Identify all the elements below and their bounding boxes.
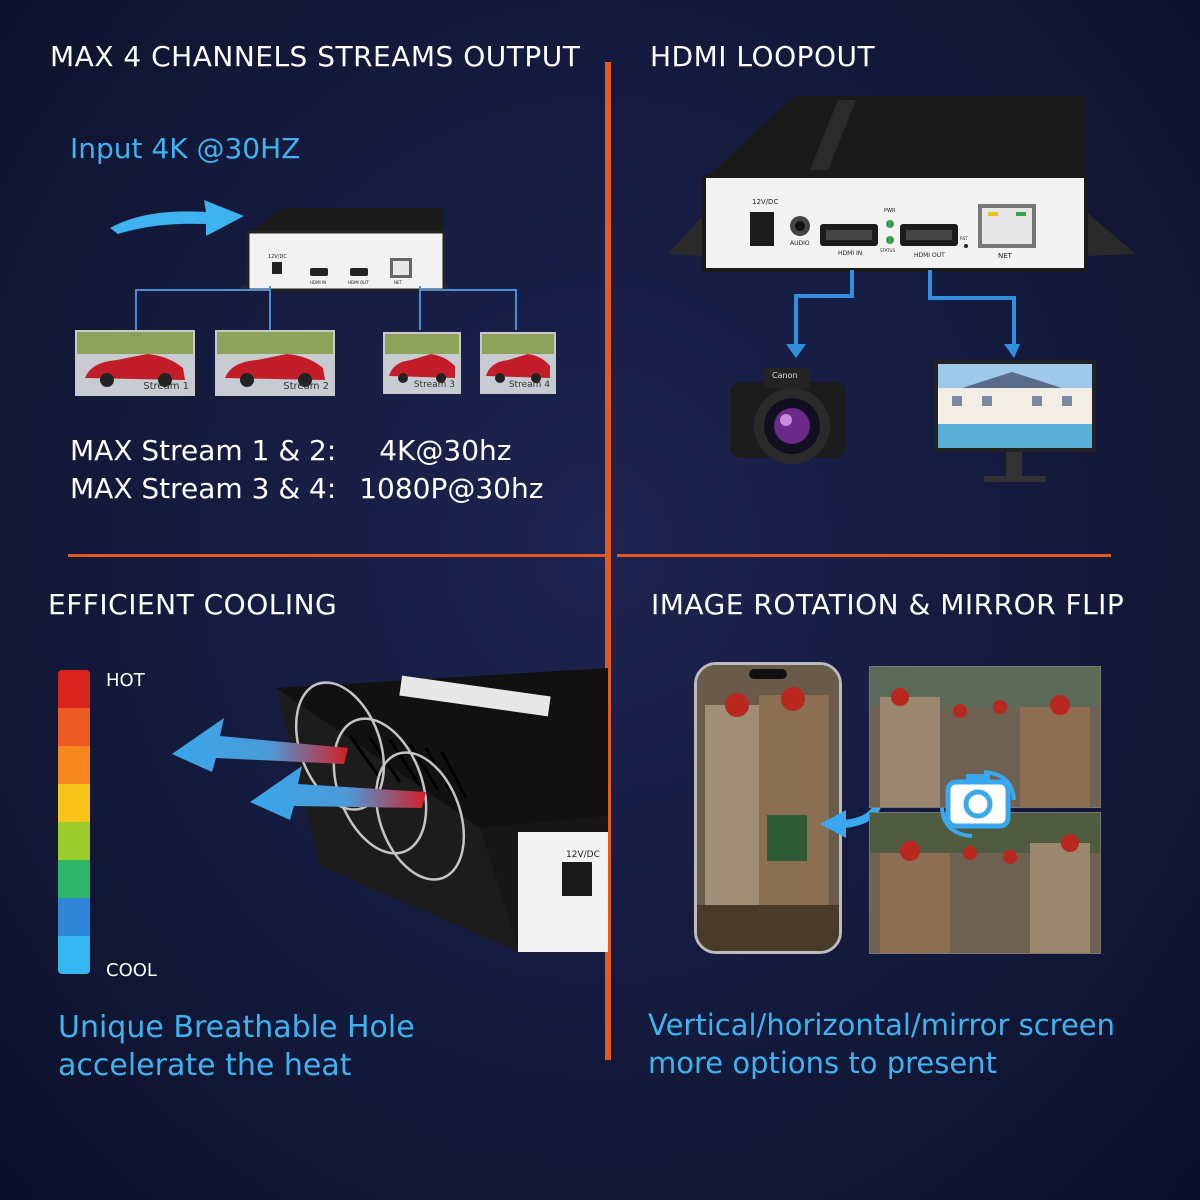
large-device-rst-label: RST [960,236,968,241]
temperature-scale-segment [58,860,90,898]
heading-image-rotation: IMAGE ROTATION & MIRROR FLIP [651,588,1125,621]
monitor-icon [932,358,1098,486]
horizontal-divider-right [617,554,1111,557]
vertical-divider [605,62,611,1060]
large-device-power-label: 12V/DC [752,198,779,206]
camera-brand-label: Canon [772,371,798,380]
stream-label-3: Stream 3 [413,380,455,390]
heading-hdmi-loopout: HDMI LOOPOUT [650,40,876,73]
small-device-power-label: 12V/DC [268,254,287,260]
temperature-scale-segment [58,670,90,708]
large-device-hdmi-out-label: HDMI OUT [914,252,945,259]
small-device-hdmi-out-label: HDMI OUT [348,280,369,285]
camera-icon: Canon [726,362,850,474]
loopout-arrows [786,270,1020,358]
cool-label: COOL [106,960,157,981]
small-device-hdmi-in-label: HDMI IN [310,280,327,285]
hot-label: HOT [106,670,145,691]
spec-line-2-value: 1080P@30hz [359,472,544,505]
stream-thumbnail-2: Stream 2 [215,330,335,396]
spec-line-1: MAX Stream 1 & 2: 4K@30hz [70,434,511,467]
airflow-arrow-upper-icon [172,718,348,772]
large-device-audio-label: AUDIO [790,240,810,247]
small-device-net-label: NET [394,280,402,285]
phone-portrait-preview [694,662,842,954]
stream-thumbnail-3: Stream 3 [383,332,461,394]
encoder-device-large: 12V/DC AUDIO HDMI IN PWR STATUS HDMI OUT… [668,94,1138,280]
cooling-caption-line-1: Unique Breathable Hole [58,1010,415,1045]
stream-connector-lines [135,286,517,330]
temperature-scale-segment [58,898,90,936]
spec-line-1-label: MAX Stream 1 & 2: [70,434,337,467]
cooling-device-power-label: 12V/DC [566,850,600,860]
temperature-scale-segment [58,822,90,860]
large-device-pwr-label: PWR [884,208,896,214]
temperature-scale-segment [58,936,90,974]
horizontal-divider-left [68,554,605,557]
stream-label-1: Stream 1 [143,381,189,392]
large-device-status-label: STATUS [880,248,896,253]
spec-line-2-label: MAX Stream 3 & 4: [70,472,337,505]
large-device-hdmi-in-label: HDMI IN [838,250,863,257]
input-label: Input 4K @30HZ [70,132,301,165]
airflow-arrow-lower-icon [250,766,426,820]
stream-label-4: Stream 4 [508,380,550,390]
temperature-scale-segment [58,784,90,822]
stream-thumbnail-1: Stream 1 [75,330,195,396]
rotation-caption-line-1: Vertical/horizontal/mirror screen [648,1008,1116,1042]
large-device-net-label: NET [998,252,1012,260]
camera-rotate-icon [940,770,1016,838]
rotation-caption-line-2: more options to present [648,1046,997,1080]
temperature-scale-segment [58,746,90,784]
spec-line-1-value: 4K@30hz [379,434,512,467]
spec-line-2: MAX Stream 3 & 4: 1080P@30hz [70,472,543,505]
input-arrow-icon [110,200,244,236]
landscape-preview-upper [869,666,1101,808]
stream-thumbnail-4: Stream 4 [480,332,556,394]
heading-streams-output: MAX 4 CHANNELS STREAMS OUTPUT [50,40,581,73]
stream-label-2: Stream 2 [283,381,329,392]
encoder-device-small: 12V/DC HDMI IN HDMI OUT NET [232,206,458,296]
temperature-scale-segment [58,708,90,746]
cooling-caption-line-2: accelerate the heat [58,1048,352,1083]
temperature-scale [58,670,90,974]
heading-efficient-cooling: EFFICIENT COOLING [48,588,338,621]
